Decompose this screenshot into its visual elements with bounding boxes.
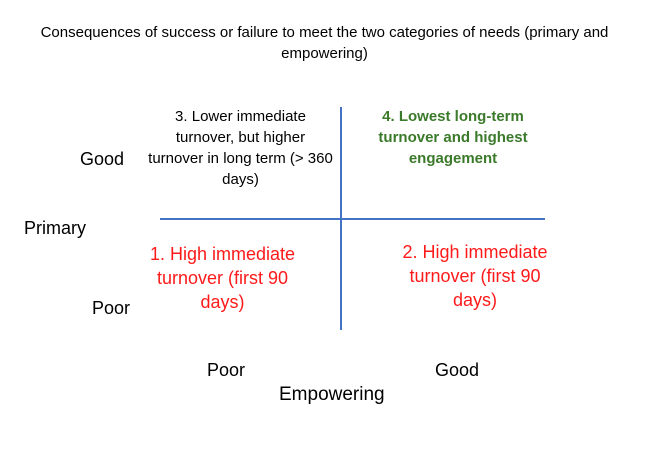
quadrant-3-text: 3. Lower immediate turnover, but higher … xyxy=(148,108,333,188)
quadrant-4-text: 4. Lowest long-term turnover and highest… xyxy=(378,108,528,167)
empowering-good-label: Good xyxy=(435,360,480,380)
diagram-title: Consequences of success or failure to me… xyxy=(40,24,609,62)
quadrant-1-text: 1. High immediate turnover (first 90 day… xyxy=(149,244,296,312)
primary-poor-label: Poor xyxy=(92,298,131,318)
quadrant-2-text: 2. High immediate turnover (first 90 day… xyxy=(402,242,548,310)
primary-good-label: Good xyxy=(80,149,125,169)
empowering-poor-label: Poor xyxy=(207,360,246,380)
horizontal-divider-line xyxy=(160,218,545,220)
empowering-axis-label: Empowering xyxy=(279,384,385,405)
primary-axis-label: Primary xyxy=(24,218,86,238)
